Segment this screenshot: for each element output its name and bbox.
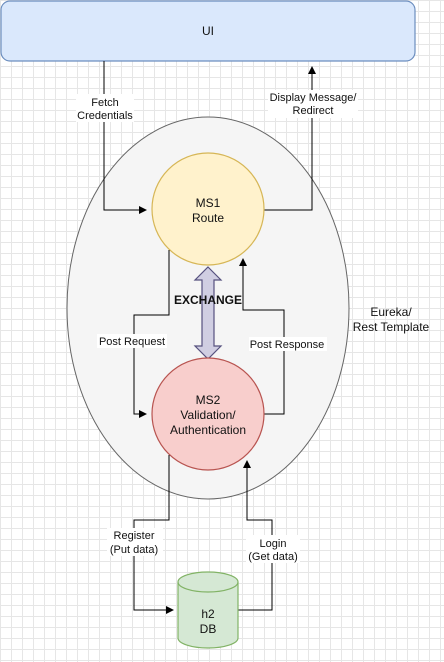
post-request-label: Post Request [99,336,165,348]
display-label-line1: Display Message/ [270,92,358,104]
fetch-label-bg [76,94,134,122]
display-label-line2: Redirect [293,105,334,117]
ms2-label-line3: Authentication [170,423,246,437]
edge-register [133,455,174,614]
fetch-label-line2: Credentials [77,110,133,122]
login-label-bg [246,535,300,563]
db-label-line2: DB [200,622,217,636]
post-response-label-bg [249,337,327,351]
exchange-label: EXCHANGE [174,293,242,307]
register-label-line2: (Put data) [110,544,158,556]
login-label-line1: Login [260,538,287,550]
ms1-node[interactable] [151,152,265,266]
container-label-line1: Eureka/ [370,305,412,319]
db-cylinder-rim [177,581,239,593]
post-response-label: Post Response [250,339,325,351]
db-node[interactable] [177,571,239,649]
ms2-label-line1: MS2 [196,393,221,407]
db-label-line1: h2 [201,607,215,621]
ms1-label-line2: Route [192,211,224,225]
ms1-label-line1: MS1 [196,196,221,210]
edge-post-response [239,258,285,415]
ui-node[interactable] [0,0,416,62]
edge-login [238,460,273,611]
container-label-line2: Rest Template [353,320,430,334]
post-request-label-bg [97,334,167,348]
ui-label: UI [202,24,214,38]
edge-post-request [133,250,170,418]
ms2-node[interactable] [151,357,265,471]
display-label-bg [268,90,358,118]
register-label-bg [107,528,163,556]
login-label-line2: (Get data) [248,551,298,563]
ms2-label-line2: Validation/ [180,408,236,422]
fetch-label-line1: Fetch [91,97,119,109]
register-label-line1: Register [114,530,155,542]
